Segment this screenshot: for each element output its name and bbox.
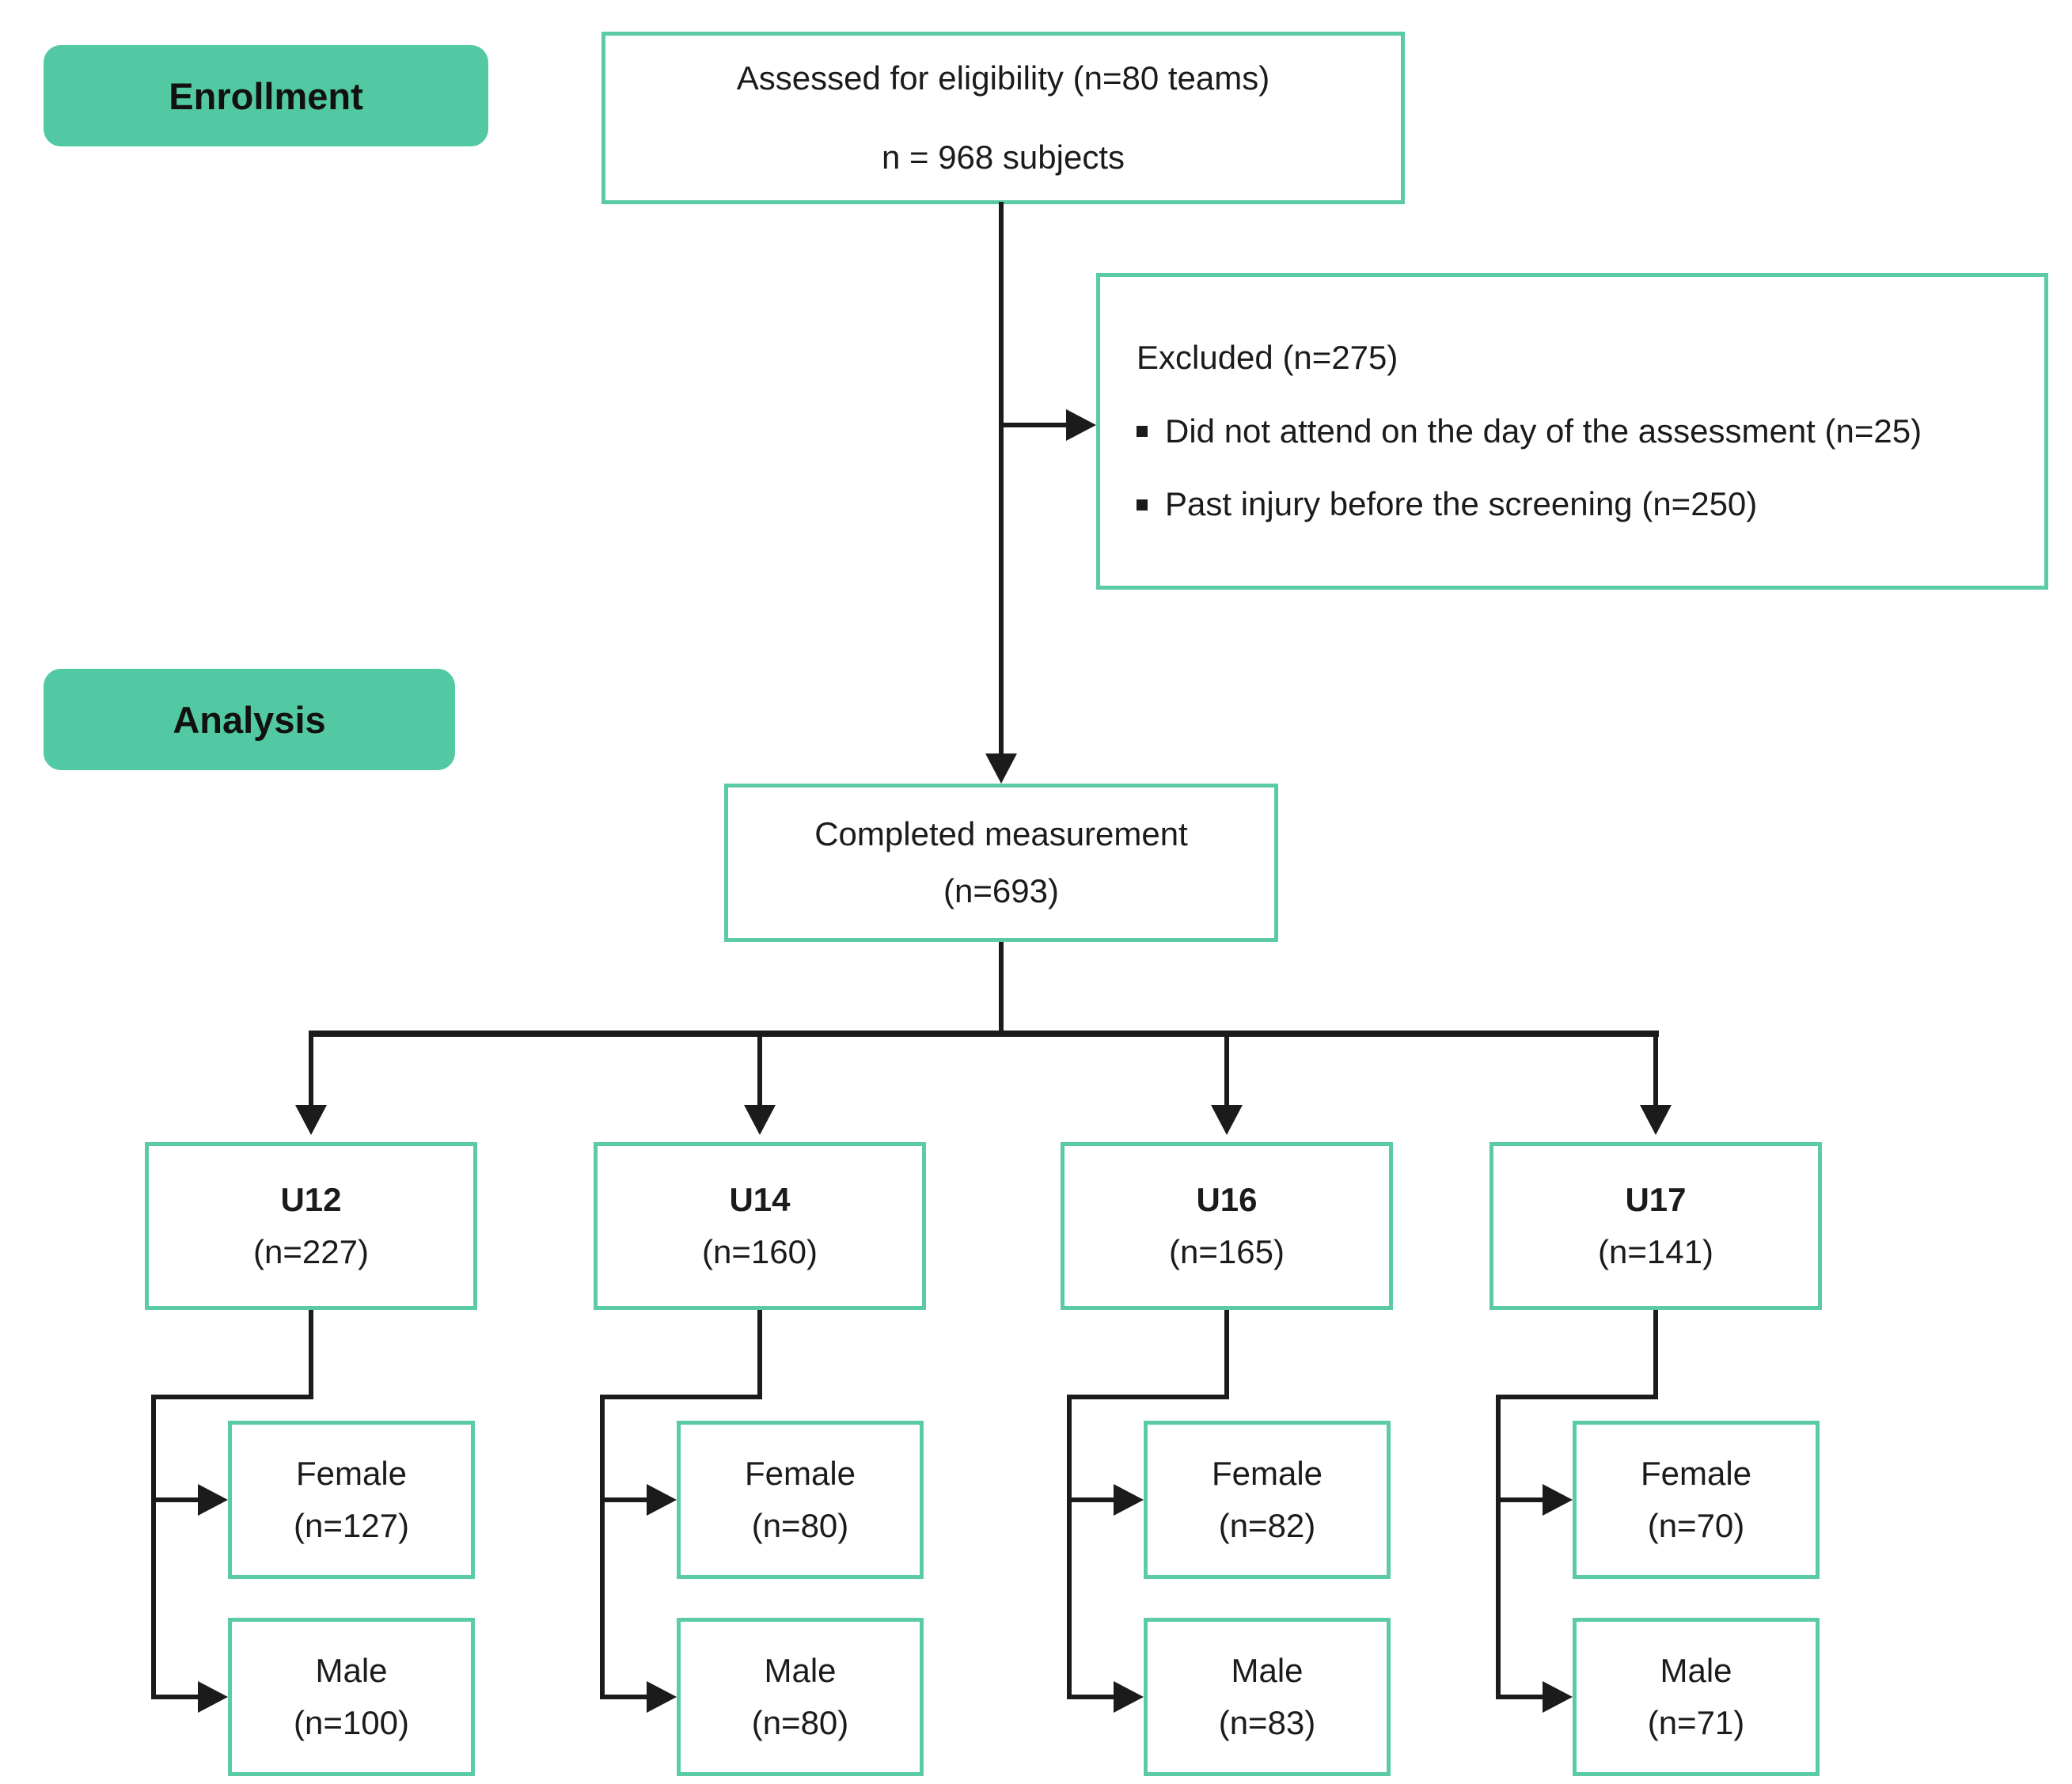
- connector-stem-u12: [309, 1310, 313, 1397]
- group-label: U14: [729, 1180, 791, 1218]
- female-box-u12: Female (n=127): [228, 1421, 475, 1579]
- female-label: Female: [295, 1454, 408, 1492]
- connector-female-u12: [151, 1497, 198, 1502]
- male-label: Male: [1660, 1651, 1732, 1689]
- connector-elbow-u12: [151, 1395, 313, 1399]
- analysis-stage-badge: Analysis: [44, 669, 455, 770]
- arrowhead-into-male-u14: [647, 1681, 677, 1713]
- female-label: Female: [744, 1454, 856, 1492]
- arrowhead-into-u14: [744, 1105, 776, 1135]
- connector-female-u17: [1496, 1497, 1543, 1502]
- male-n: (n=83): [1218, 1704, 1316, 1741]
- arrowhead-into-male-u12: [198, 1681, 228, 1713]
- arrowhead-into-female-u12: [198, 1484, 228, 1516]
- connector-branch-u14: [600, 1395, 605, 1699]
- enrollment-stage-label: Enrollment: [169, 74, 363, 117]
- group-box-u17: U17 (n=141): [1489, 1142, 1822, 1310]
- connector-elbow-u14: [600, 1395, 762, 1399]
- male-box-u17: Male (n=71): [1573, 1618, 1820, 1776]
- male-n: (n=71): [1647, 1704, 1745, 1741]
- group-label: U16: [1196, 1180, 1258, 1218]
- female-box-u16: Female (n=82): [1144, 1421, 1391, 1579]
- group-n: (n=227): [253, 1233, 369, 1270]
- split-distribution-line: [309, 1031, 1659, 1037]
- bullet-square-icon: [1137, 499, 1148, 511]
- connector-completed-to-split: [999, 942, 1004, 1035]
- connector-branch-u17: [1496, 1395, 1501, 1699]
- female-box-u14: Female (n=80): [677, 1421, 924, 1579]
- drop-line-u14: [757, 1035, 762, 1105]
- connector-female-u14: [600, 1497, 647, 1502]
- male-box-u16: Male (n=83): [1144, 1618, 1391, 1776]
- connector-male-u16: [1067, 1695, 1114, 1699]
- group-label: U17: [1625, 1180, 1687, 1218]
- drop-line-u12: [309, 1035, 313, 1105]
- completed-line2: (n=693): [943, 872, 1059, 909]
- arrowhead-into-completed: [985, 753, 1017, 784]
- drop-line-u17: [1653, 1035, 1658, 1105]
- assessed-eligibility-box: Assessed for eligibility (n=80 teams) n …: [601, 32, 1405, 204]
- female-box-u17: Female (n=70): [1573, 1421, 1820, 1579]
- group-box-u12: U12 (n=227): [145, 1142, 477, 1310]
- connector-stem-u14: [757, 1310, 762, 1397]
- arrowhead-into-female-u16: [1114, 1484, 1144, 1516]
- connector-elbow-u17: [1496, 1395, 1658, 1399]
- group-label: U12: [280, 1180, 342, 1218]
- bullet-square-icon: [1137, 426, 1148, 437]
- connector-stem-u16: [1224, 1310, 1229, 1397]
- male-n: (n=80): [751, 1704, 849, 1741]
- female-n: (n=80): [751, 1507, 849, 1544]
- assessed-line1: Assessed for eligibility (n=80 teams): [736, 59, 1270, 97]
- connector-male-u14: [600, 1695, 647, 1699]
- male-n: (n=100): [294, 1704, 409, 1741]
- arrowhead-into-female-u14: [647, 1484, 677, 1516]
- arrowhead-into-excluded: [1066, 409, 1096, 441]
- arrowhead-into-u17: [1640, 1105, 1672, 1135]
- male-label: Male: [764, 1651, 837, 1689]
- assessed-line2: n = 968 subjects: [881, 139, 1125, 176]
- connector-elbow-u16: [1067, 1395, 1229, 1399]
- female-n: (n=127): [294, 1507, 409, 1544]
- connector-male-u12: [151, 1695, 198, 1699]
- excluded-title: Excluded (n=275): [1137, 339, 1398, 377]
- excluded-bullet-row: Did not attend on the day of the assessm…: [1137, 411, 1922, 453]
- female-n: (n=70): [1647, 1507, 1745, 1544]
- group-box-u16: U16 (n=165): [1061, 1142, 1393, 1310]
- arrowhead-into-male-u17: [1543, 1681, 1573, 1713]
- female-label: Female: [1640, 1454, 1752, 1492]
- completed-line1: Completed measurement: [814, 814, 1188, 852]
- male-box-u12: Male (n=100): [228, 1618, 475, 1776]
- excluded-bullet-1: Did not attend on the day of the assessm…: [1165, 412, 1922, 450]
- connector-female-u16: [1067, 1497, 1114, 1502]
- enrollment-stage-badge: Enrollment: [44, 45, 488, 146]
- group-n: (n=141): [1598, 1233, 1713, 1270]
- analysis-stage-label: Analysis: [173, 698, 326, 741]
- arrowhead-into-u12: [295, 1105, 327, 1135]
- drop-line-u16: [1224, 1035, 1229, 1105]
- group-n: (n=165): [1169, 1233, 1285, 1270]
- male-label: Male: [315, 1651, 388, 1689]
- arrowhead-into-male-u16: [1114, 1681, 1144, 1713]
- arrowhead-into-u16: [1211, 1105, 1243, 1135]
- excluded-box: Excluded (n=275) Did not attend on the d…: [1096, 273, 2048, 590]
- connector-to-excluded: [999, 423, 1066, 427]
- completed-measurement-box: Completed measurement (n=693): [724, 784, 1278, 942]
- group-n: (n=160): [702, 1233, 818, 1270]
- group-box-u14: U14 (n=160): [594, 1142, 926, 1310]
- male-box-u14: Male (n=80): [677, 1618, 924, 1776]
- connector-assessed-to-completed: [999, 202, 1004, 753]
- connector-branch-u12: [151, 1395, 156, 1699]
- female-label: Female: [1211, 1454, 1323, 1492]
- connector-branch-u16: [1067, 1395, 1072, 1699]
- excluded-bullet-row: Past injury before the screening (n=250): [1137, 484, 1757, 526]
- excluded-bullet-2: Past injury before the screening (n=250): [1165, 485, 1758, 523]
- connector-male-u17: [1496, 1695, 1543, 1699]
- arrowhead-into-female-u17: [1543, 1484, 1573, 1516]
- male-label: Male: [1231, 1651, 1304, 1689]
- female-n: (n=82): [1218, 1507, 1316, 1544]
- connector-stem-u17: [1653, 1310, 1658, 1397]
